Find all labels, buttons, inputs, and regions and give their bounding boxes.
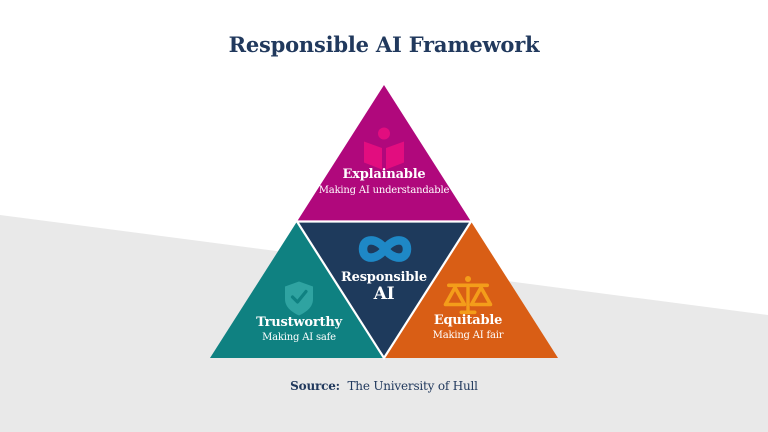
scales-icon: [443, 276, 493, 315]
source-label: Source:: [290, 379, 340, 393]
trustworthy-label: Trustworthy: [256, 315, 343, 330]
shield-check-icon: [285, 281, 313, 316]
person-reading-icon: [364, 127, 404, 170]
equitable-label: Equitable: [434, 313, 502, 328]
equitable-triangle: [384, 221, 558, 358]
trustworthy-description: Making AI safe: [262, 332, 336, 343]
equitable-description: Making AI fair: [433, 330, 504, 341]
check-mark: [290, 289, 308, 304]
explainable-label: Explainable: [342, 167, 425, 182]
source-value: The University of Hull: [348, 379, 479, 393]
responsible-ai-triangle: [294, 220, 474, 361]
infinity-icon: [358, 236, 412, 262]
responsible-ai-label-line1: Responsible: [341, 270, 427, 285]
explainable-triangle: [297, 85, 471, 222]
responsible-ai-label-line2: AI: [373, 284, 395, 304]
explainable-description: Making AI understandable: [319, 185, 450, 196]
page-title: Responsible AI Framework: [229, 32, 540, 57]
source-line: Source: The University of Hull: [290, 379, 478, 393]
